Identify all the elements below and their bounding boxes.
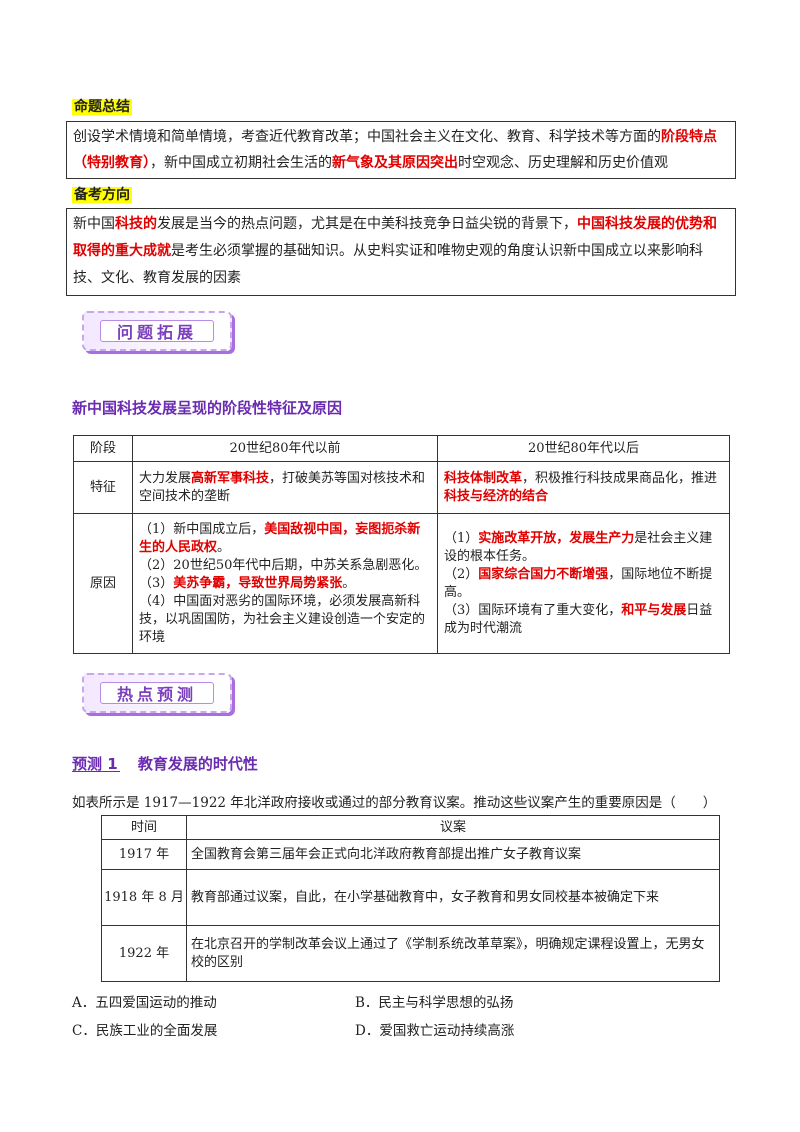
highlight-text: 阶段特点（特别教育） [73,129,717,171]
table2-row-text: 全国教育会第三届年会正式向北洋政府教育部提出推广女子教育议案 [186,839,720,870]
table1-reason-after: （1）实施改革开放，发展生产力是社会主义建设的根本任务。 （2）国家综合国力不断… [437,513,730,654]
body-text: ，新中国成立初期社会生活的 [150,155,332,171]
highlight-text: 科技与经济的结合 [444,488,549,504]
body-text: 日益成为时代潮流 [444,602,713,636]
highlight-text: 高新军事科技 [191,470,270,486]
highlight-text: 和平与发展 [621,602,687,618]
table2-row-time: 1917 年 [101,839,187,870]
body-text: ，积极推行科技成果商品化，推进 [522,470,718,486]
body-text: 创设学术情境和简单情境，考查近代教育改革；中国社会主义在文化、教育、科学技术等方… [73,129,661,145]
section-title: 新中国科技发展呈现的阶段性特征及原因 [72,399,343,417]
body-text: 是考生必须掌握的基础知识。从史料实证和唯物史观的角度认识新中国成立以来影响科技、… [73,243,703,286]
question-text: 如表所示是 1917—1922 年北洋政府接收或通过的部分教育议案。推动这些议案… [72,795,717,811]
table2-row-text: 教育部通过议案，自此，在小学基础教育中，女子教育和男女同校基本被确定下来 [186,869,720,926]
table1-row-feature-label: 特征 [73,461,133,514]
table1-feature-after: 科技体制改革，积极推行科技成果商品化，推进科技与经济的结合 [437,461,730,514]
direction-box: 新中国科技的发展是当今的热点问题，尤其是在中美科技竞争日益尖锐的背景下，中国科技… [66,208,736,296]
table2-header-time: 时间 [101,815,187,840]
body-text: （1）新中国成立后， [139,521,265,537]
body-text: 。 （2）20世纪50年代中后期，中苏关系急剧恶化。 （3） [139,539,428,591]
table1-row-reason-label: 原因 [73,513,133,654]
option-c[interactable]: C．民族工业的全面发展 [72,1023,218,1039]
option-a[interactable]: A．五四爱国运动的推动 [72,995,217,1011]
highlight-text: 国家综合国力不断增强 [478,566,609,582]
option-d[interactable]: D．爱国救亡运动持续高涨 [355,1023,515,1039]
highlight-text: 中国科技发展的优势和取得的重大成就 [73,216,717,259]
body-text: 大力发展 [139,470,192,486]
banner-hot-prediction-label: 热点预测 [100,682,214,704]
highlight-text: 美苏争霸，导致世界局势紧张 [173,575,343,591]
direction-heading: 备考方向 [72,187,132,203]
table1-header-stage: 阶段 [73,435,133,462]
banner-problem-extension: 问题拓展 [82,311,232,351]
table2-header-proposal: 议案 [186,815,720,840]
table1-header-after: 20世纪80年代以后 [437,435,730,462]
option-b[interactable]: B．民主与科学思想的弘扬 [355,995,514,1011]
summary-box: 创设学术情境和简单情境，考查近代教育改革；中国社会主义在文化、教育、科学技术等方… [66,121,736,179]
proposals-table: 时间 议案 1917 年 全国教育会第三届年会正式向北洋政府教育部提出推广女子教… [101,815,720,982]
body-text: 发展是当今的热点问题，尤其是在中美科技竞争日益尖锐的背景下， [157,216,577,232]
body-text: 新中国 [73,216,115,232]
highlight-text: 实施改革开放，发展生产力 [478,530,635,546]
table1-feature-before: 大力发展高新军事科技，打破美苏等国对核技术和空间技术的垄断 [132,461,438,514]
highlight-text: 美国敌视中国，妄图扼杀新生的人民政权 [139,521,421,555]
body-text: 。 （4）中国面对恶劣的国际环境，必须发展高新科技，以巩固国防，为社会主义建设创… [139,575,426,645]
highlight-text: 新气象及其原因突出 [332,155,458,171]
table1-header-before: 20世纪80年代以前 [132,435,438,462]
summary-text: 创设学术情境和简单情境，考查近代教育改革；中国社会主义在文化、教育、科学技术等方… [73,129,717,171]
body-text: 是社会主义建设的根本任务。 （2） [444,530,713,582]
prediction-underline [72,771,120,772]
table2-row-text: 在北京召开的学制改革会议上通过了《学制系统改革草案》，明确规定课程设置上，无男女… [186,925,720,982]
summary-heading: 命题总结 [72,99,132,115]
body-text: ，国际地位不断提高。 （3）国际环境有了重大变化， [444,566,713,618]
prediction-title: 预测 1 教育发展的时代性 [72,755,258,773]
highlight-text: 科技体制改革 [444,470,523,486]
characteristics-table: 阶段 20世纪80年代以前 20世纪80年代以后 特征 大力发展高新军事科技，打… [73,435,730,654]
body-text: ，打破美苏等国对核技术和空间技术的垄断 [139,470,426,504]
banner-problem-extension-label: 问题拓展 [100,320,214,342]
direction-text: 新中国科技的发展是当今的热点问题，尤其是在中美科技竞争日益尖锐的背景下，中国科技… [73,216,717,286]
body-text: 时空观念、历史理解和历史价值观 [458,155,668,171]
table1-reason-before: （1）新中国成立后，美国敌视中国，妄图扼杀新生的人民政权。 （2）20世纪50年… [132,513,438,654]
table2-row-time: 1922 年 [101,925,187,982]
banner-hot-prediction: 热点预测 [82,673,232,713]
table2-row-time: 1918 年 8 月 [101,869,187,926]
body-text: （1） [444,530,479,546]
highlight-text: 科技的 [115,216,157,232]
